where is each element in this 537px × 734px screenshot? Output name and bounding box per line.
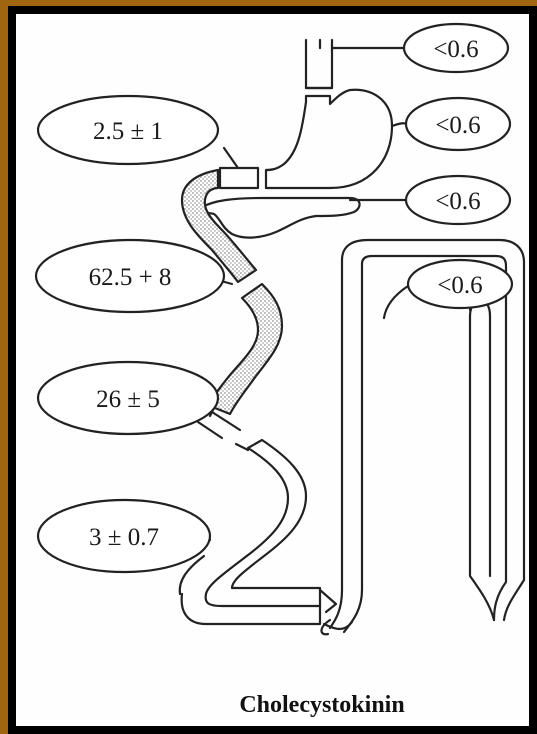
esophagus [304, 38, 334, 90]
label-duodenal-bulb: 2.5 ± 1 [36, 94, 220, 166]
label-duodenum-text: 62.5 + 8 [89, 264, 172, 291]
pylorus [218, 166, 260, 190]
ileum [178, 438, 322, 626]
jejunum [208, 282, 284, 416]
label-stomach: <0.6 [404, 96, 512, 152]
label-esophagus: <0.6 [402, 22, 510, 74]
leader-lines [196, 38, 472, 542]
pancreas [198, 196, 361, 239]
label-pancreas-text: <0.6 [435, 188, 480, 215]
label-ileum-text: 3 ± 0.7 [89, 524, 159, 551]
label-ileum: 3 ± 0.7 [36, 498, 212, 574]
diagram-caption: Cholecystokinin [239, 692, 404, 718]
label-duodenum: 62.5 + 8 [34, 238, 226, 314]
label-colon-text: <0.6 [437, 272, 482, 299]
stomach [264, 88, 394, 190]
label-jejunum-text: 26 ± 5 [96, 386, 160, 413]
label-pancreas: <0.6 [404, 174, 512, 226]
label-jejunum: 26 ± 5 [36, 360, 220, 436]
label-esophagus-text: <0.6 [433, 36, 478, 63]
label-stomach-text: <0.6 [435, 112, 480, 139]
label-colon: <0.6 [406, 258, 514, 310]
duodenum [180, 168, 258, 284]
label-duodenal-bulb-text: 2.5 ± 1 [93, 118, 163, 145]
colon [328, 238, 526, 634]
